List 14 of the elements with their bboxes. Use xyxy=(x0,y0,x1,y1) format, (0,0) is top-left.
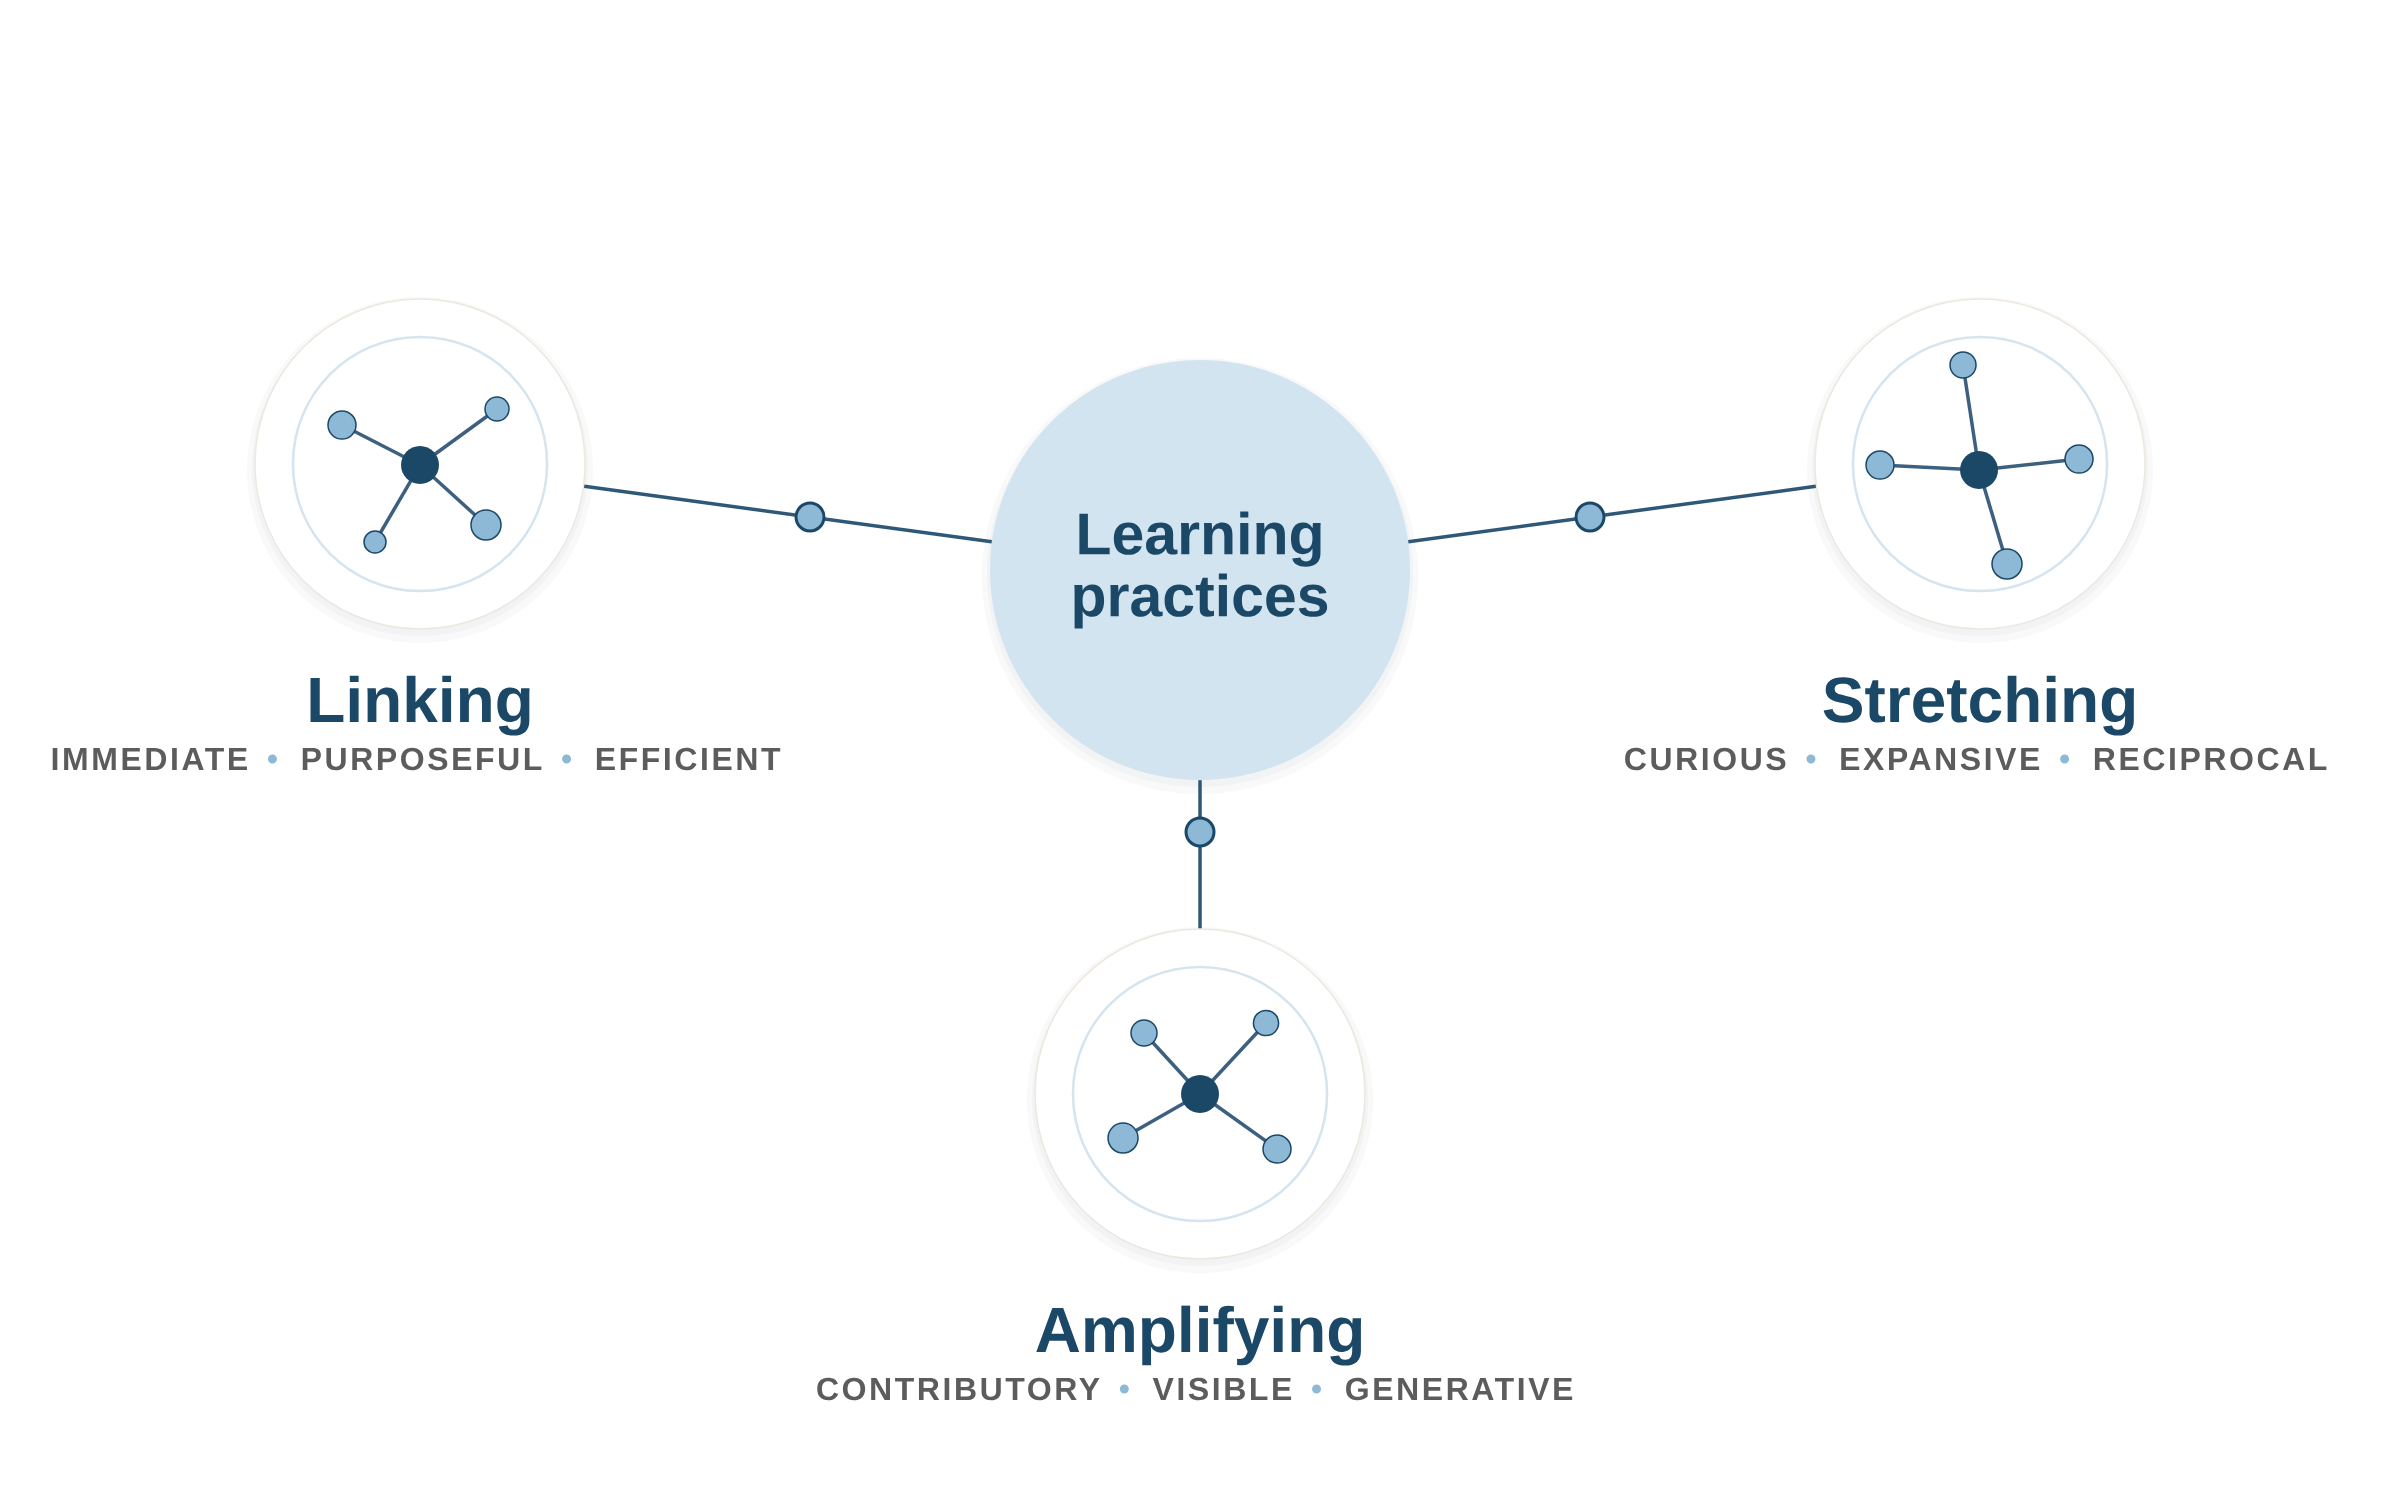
keyword: EXPANSIVE xyxy=(1841,747,2040,771)
keyword: CURIOUS xyxy=(1625,747,1786,771)
keyword: CONTRIBUTORY xyxy=(817,1377,1100,1401)
keyword: VISIBLE xyxy=(1152,1377,1292,1401)
practice-heading: Linking xyxy=(310,675,530,736)
keyword: IMMEDIATE xyxy=(52,748,247,770)
practice-heading: Amplifying xyxy=(1036,1305,1362,1366)
practice-heading: Stretching xyxy=(1823,675,2134,736)
keyword: PURPOSEFUL xyxy=(302,747,542,771)
connector-line xyxy=(1408,484,1817,544)
connector-line xyxy=(584,484,992,544)
keyword: RECIPROCAL xyxy=(2094,747,2327,771)
keyword: GENERATIVE xyxy=(1346,1377,1573,1401)
keyword: EFFICIENT xyxy=(596,747,781,771)
